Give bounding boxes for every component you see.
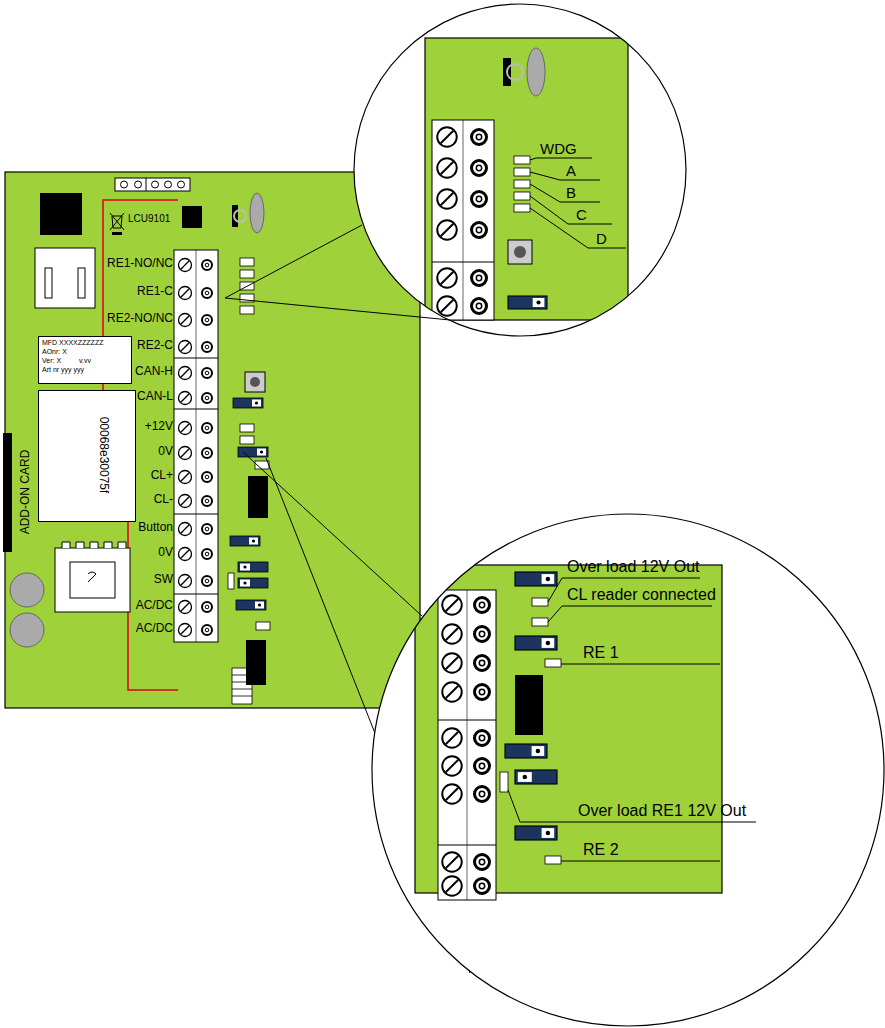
terminal-name: 0V	[158, 546, 173, 560]
part-name: LCU9101	[128, 213, 170, 225]
terminal-name: CL+	[151, 469, 173, 483]
connector-name: ADD-ON CARD	[19, 450, 33, 535]
led-name: WDG	[540, 140, 577, 157]
radio-module: 00068e30075f	[38, 390, 136, 522]
terminal-name: AC/DC	[136, 622, 173, 636]
label-text: v.vv	[79, 357, 91, 365]
led-name: RE 1	[583, 644, 619, 662]
led-name: Over load RE1 12V Out	[578, 802, 746, 820]
led-name: Over load 12V Out	[567, 558, 700, 576]
terminal-name: SW	[154, 573, 173, 587]
terminal-name: 0V	[158, 445, 173, 459]
led-name: A	[566, 162, 576, 179]
led-name: C	[576, 206, 587, 223]
terminal-name: AC/DC	[136, 599, 173, 613]
led-name: D	[596, 230, 607, 247]
label-text: Art nr yyy yyy	[42, 366, 84, 374]
magnified-view	[372, 514, 884, 1026]
terminal-name: CAN-H	[135, 365, 173, 379]
led-name: CL reader connected	[567, 586, 716, 604]
terminal-name: CAN-L	[137, 390, 173, 404]
terminal-name: RE1-NO/NC	[107, 257, 173, 271]
terminal-name: Button	[138, 521, 173, 535]
magnified-view	[354, 4, 686, 336]
label-text: Ver: X	[42, 357, 61, 365]
pcb-board	[3, 172, 420, 708]
led-name: RE 2	[583, 841, 619, 859]
label-text: AOnr: X	[42, 348, 67, 356]
terminal-name: CL-	[154, 493, 173, 507]
product-label: MFD XXXXZZZZZZAOnr: XVer: X v.vvArt nr yy…	[38, 336, 132, 384]
led-name: B	[566, 184, 576, 201]
terminal-name: RE2-NO/NC	[107, 312, 173, 326]
terminal-name: +12V	[145, 420, 173, 434]
terminal-name: RE1-C	[137, 285, 173, 299]
label-text: MFD XXXXZZZZZZ	[42, 339, 103, 347]
terminal-name: RE2-C	[137, 339, 173, 353]
label-text: 00068e30075f	[96, 417, 110, 494]
